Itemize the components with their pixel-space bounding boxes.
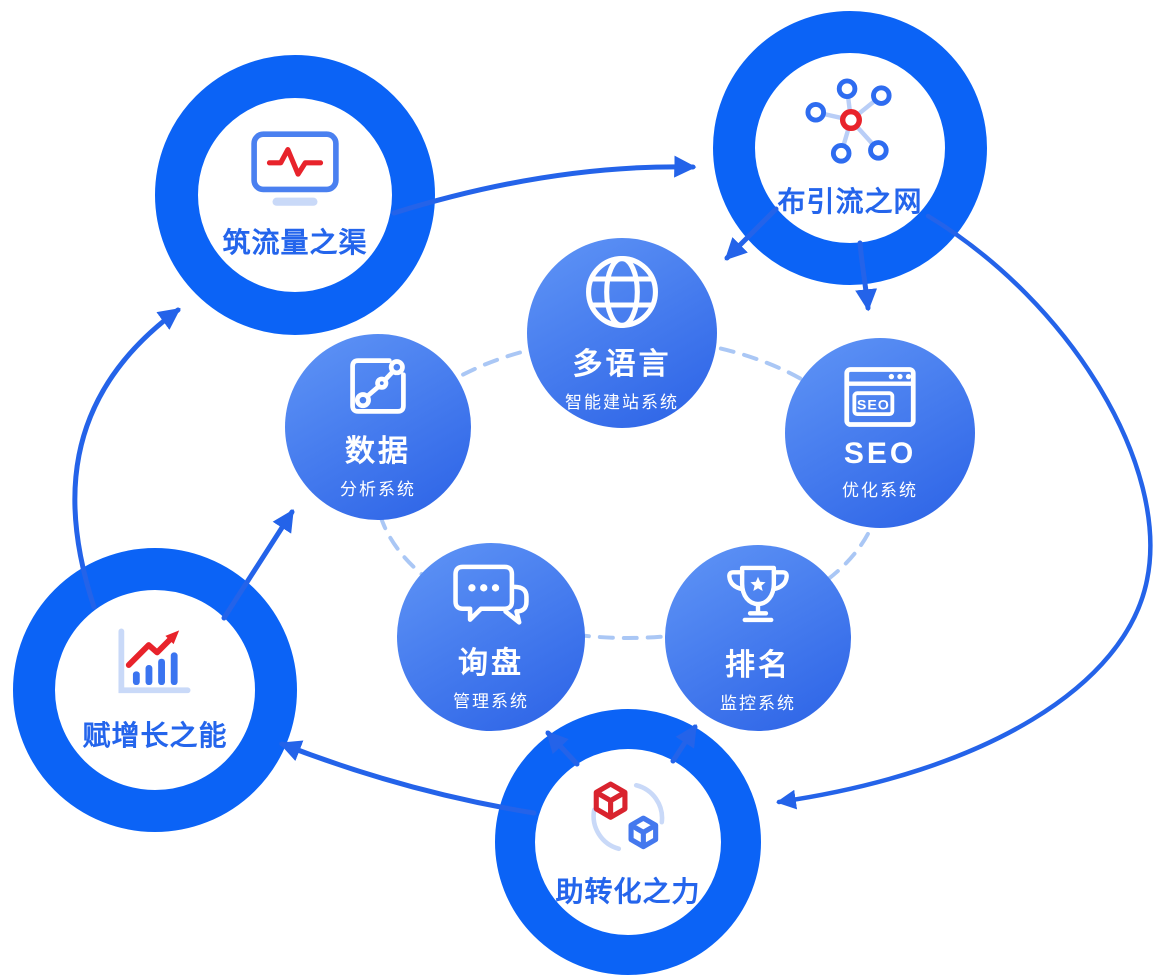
growth-bar-chart-icon bbox=[118, 628, 191, 693]
node-label: 布引流之网 bbox=[777, 185, 923, 217]
globe-icon bbox=[586, 256, 658, 328]
node-subtitle: 监控系统 bbox=[720, 694, 796, 713]
node-title: 询盘 bbox=[458, 647, 524, 680]
network-hub-icon bbox=[805, 77, 892, 164]
node-conversion: 助转化之力 bbox=[495, 709, 761, 975]
arrow-traffic-to-network bbox=[391, 155, 697, 216]
node-ranking-system: 排名 监控系统 bbox=[665, 545, 851, 731]
node-title: 数据 bbox=[345, 435, 411, 468]
node-data-system: 数据 分析系统 bbox=[285, 334, 471, 520]
seo-browser-icon: SEO bbox=[844, 367, 916, 427]
chat-bubbles-icon bbox=[453, 564, 529, 625]
node-inquiry-system: 询盘 管理系统 bbox=[397, 543, 585, 731]
trophy-icon bbox=[727, 565, 789, 623]
node-multilingual: 多语言 智能建站系统 bbox=[527, 238, 717, 428]
node-title: 排名 bbox=[725, 649, 791, 682]
node-subtitle: 优化系统 bbox=[842, 481, 918, 500]
cubes-sync-icon bbox=[591, 780, 665, 851]
node-traffic-channel: 筑流量之渠 bbox=[155, 55, 435, 335]
node-seo-system: SEO SEO 优化系统 bbox=[785, 338, 975, 528]
arrow-conversion-to-growth bbox=[278, 740, 537, 816]
node-traffic-network: 布引流之网 bbox=[713, 11, 987, 285]
node-title: SEO bbox=[843, 437, 917, 470]
node-subtitle: 分析系统 bbox=[340, 480, 416, 499]
data-analytics-icon bbox=[350, 358, 406, 414]
monitor-pulse-icon bbox=[251, 130, 339, 206]
node-growth: 赋增长之能 bbox=[13, 548, 297, 832]
node-subtitle: 智能建站系统 bbox=[565, 393, 679, 412]
node-label: 助转化之力 bbox=[555, 875, 701, 907]
node-subtitle: 管理系统 bbox=[453, 692, 529, 711]
seo-icon-text: SEO bbox=[857, 397, 890, 413]
node-label: 筑流量之渠 bbox=[222, 226, 368, 258]
node-label: 赋增长之能 bbox=[82, 719, 228, 751]
node-title: 多语言 bbox=[572, 348, 672, 381]
